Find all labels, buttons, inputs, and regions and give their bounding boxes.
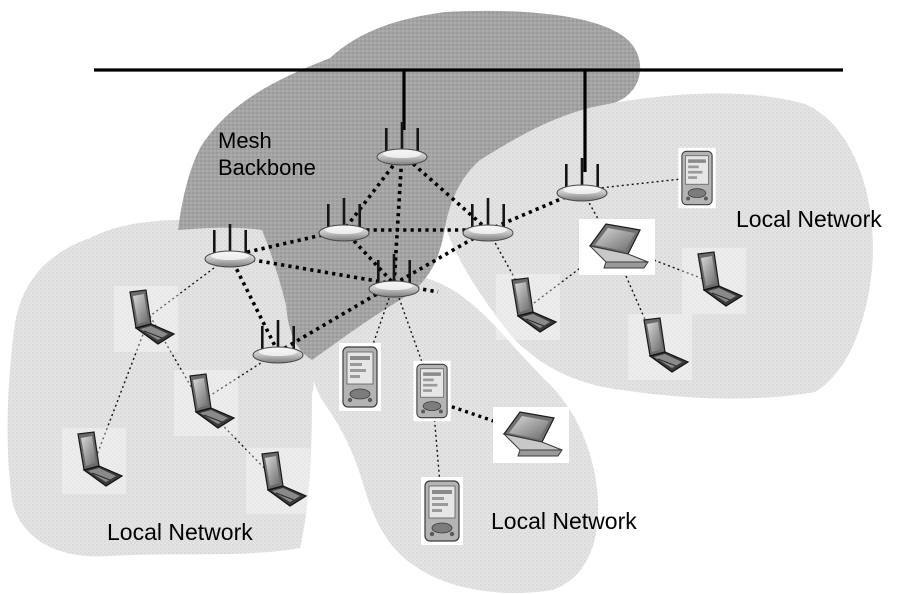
- mesh-backbone-label: Mesh Backbone: [218, 127, 316, 181]
- bottom-local-network-region: [308, 276, 599, 594]
- laptop-icon: [578, 218, 656, 276]
- mesh-link: [229, 254, 395, 286]
- local-network-label-bottom: Local Network: [491, 508, 637, 534]
- mesh-link: [342, 228, 396, 286]
- pda-icon: [420, 476, 464, 546]
- local-network-label-left: Local Network: [107, 519, 253, 545]
- mesh-label-line1: Mesh: [218, 128, 272, 153]
- laptop-icon: [245, 447, 311, 515]
- laptop-icon: [61, 427, 127, 495]
- client-link: [581, 177, 691, 191]
- local-network-label-right: Local Network: [736, 206, 882, 232]
- client-link: [393, 283, 433, 391]
- laptop-icon: [627, 313, 693, 381]
- pda-icon: [338, 342, 382, 412]
- mesh-backbone-region: [178, 10, 641, 360]
- laptop-icon: [113, 285, 179, 353]
- mesh-link: [229, 228, 345, 258]
- laptop-icon: [492, 406, 570, 464]
- mesh-link: [228, 255, 280, 353]
- pda-icon: [677, 147, 717, 209]
- laptop-icon: [173, 369, 239, 437]
- laptop-icon: [681, 247, 747, 315]
- mesh-label-line2: Backbone: [218, 155, 316, 180]
- laptop-icon: [495, 273, 561, 341]
- pda-icon: [412, 360, 452, 422]
- mesh-link: [342, 152, 404, 232]
- mesh-link: [277, 282, 395, 354]
